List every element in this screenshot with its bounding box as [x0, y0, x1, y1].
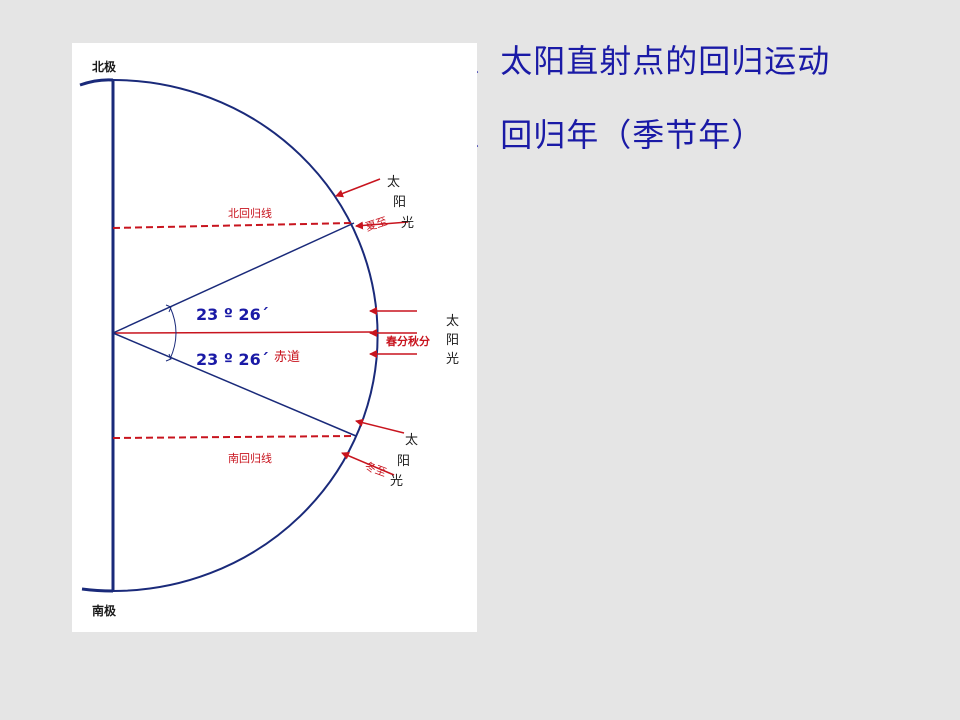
- sunlight-lower-char-3: 光: [390, 474, 403, 489]
- sun-ray-upper-2: [355, 221, 409, 230]
- angle-arc-tick-bottom: [165, 353, 172, 362]
- sunlight-lower-char-1: 太: [405, 433, 418, 448]
- earth-outline: [112, 79, 379, 592]
- angle-lower-label: 23 º 26´: [196, 350, 269, 369]
- sun-ray-lower-1: [355, 418, 405, 434]
- heading-1-text: 、太阳直射点的回归运动: [467, 42, 831, 80]
- sunlight-upper-char-2: 阳: [393, 195, 406, 210]
- heading-1: 1、太阳直射点的回归运动: [444, 36, 830, 82]
- sun-ray-lower-2: [341, 452, 395, 476]
- sun-ray-upper-1: [335, 178, 381, 198]
- sunlight-lower-char-2: 阳: [397, 454, 410, 469]
- diagram-svg: 北极 南极 北回归线 南回归线 赤道 23 º 26´ 23 º 26´ 夏至 …: [79, 59, 459, 618]
- tropic-of-cancer-label: 北回归线: [228, 206, 272, 220]
- tropic-of-cancer-line: [112, 222, 353, 229]
- heading-2: 2、回归年（季节年）: [444, 110, 764, 156]
- north-pole-label: 北极: [92, 59, 117, 74]
- radius-to-cancer: [112, 222, 355, 334]
- sunlight-upper-char-1: 太: [387, 175, 400, 190]
- angle-arc: [169, 306, 177, 360]
- tropic-of-capricorn-label: 南回归线: [228, 451, 272, 465]
- angle-arc-tick-top: [165, 304, 172, 313]
- heading-2-text: 、回归年（季节年）: [467, 116, 765, 154]
- south-pole-cap: [81, 587, 114, 593]
- angle-upper-label: 23 º 26´: [196, 305, 269, 324]
- sunlight-middle-char-2: 阳: [446, 333, 459, 348]
- equinox-label: 春分秋分: [386, 334, 430, 348]
- equator-line: [112, 331, 373, 334]
- winter-solstice-label: 冬至: [363, 459, 388, 480]
- radius-to-capricorn: [112, 332, 357, 437]
- equator-label: 赤道: [274, 350, 300, 365]
- solar-declination-diagram: 北极 南极 北回归线 南回归线 赤道 23 º 26´ 23 º 26´ 夏至 …: [72, 43, 477, 632]
- south-pole-label: 南极: [92, 603, 117, 618]
- summer-solstice-label: 夏至: [364, 215, 389, 234]
- north-pole-cap: [79, 78, 114, 87]
- sunlight-middle-char-1: 太: [446, 314, 459, 329]
- sunlight-middle-char-3: 光: [446, 352, 459, 367]
- sunlight-upper-char-3: 光: [401, 216, 414, 231]
- tropic-of-capricorn-line: [112, 435, 355, 439]
